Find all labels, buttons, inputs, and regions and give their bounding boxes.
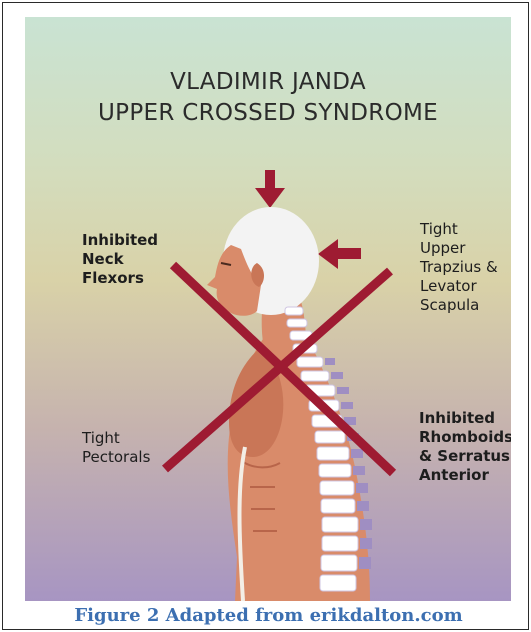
label-line: Inhibited: [82, 231, 158, 250]
label-line: Levator: [420, 277, 498, 296]
diagram-title: VLADIMIR JANDA UPPER CROSSED SYNDROME: [25, 67, 511, 129]
title-line-2: UPPER CROSSED SYNDROME: [25, 98, 511, 129]
label-line: Pectorals: [82, 448, 150, 467]
label-line: Neck: [82, 250, 158, 269]
label-line: Tight: [82, 429, 150, 448]
label-tight-upper-trapezius: Tight Upper Trapzius & Levator Scapula: [420, 220, 498, 315]
diagram-panel: VLADIMIR JANDA UPPER CROSSED SYNDROME In…: [25, 17, 511, 601]
label-tight-pectorals: Tight Pectorals: [82, 429, 150, 467]
left-arrow-icon: [318, 239, 361, 269]
figure-caption: Figure 2 Adapted from erikdalton.com: [3, 604, 531, 628]
label-line: Inhibited: [419, 409, 511, 428]
title-line-1: VLADIMIR JANDA: [25, 67, 511, 98]
label-line: Scapula: [420, 296, 498, 315]
label-line: Flexors: [82, 269, 158, 288]
label-inhibited-neck-flexors: Inhibited Neck Flexors: [82, 231, 158, 288]
label-line: Trapzius &: [420, 258, 498, 277]
label-line: & Serratus: [419, 447, 511, 466]
label-line: Anterior: [419, 466, 511, 485]
label-line: Rhomboids: [419, 428, 511, 447]
label-line: Tight: [420, 220, 498, 239]
down-arrow-icon: [255, 170, 285, 208]
label-line: Upper: [420, 239, 498, 258]
label-inhibited-rhomboids: Inhibited Rhomboids & Serratus Anterior: [419, 409, 511, 485]
